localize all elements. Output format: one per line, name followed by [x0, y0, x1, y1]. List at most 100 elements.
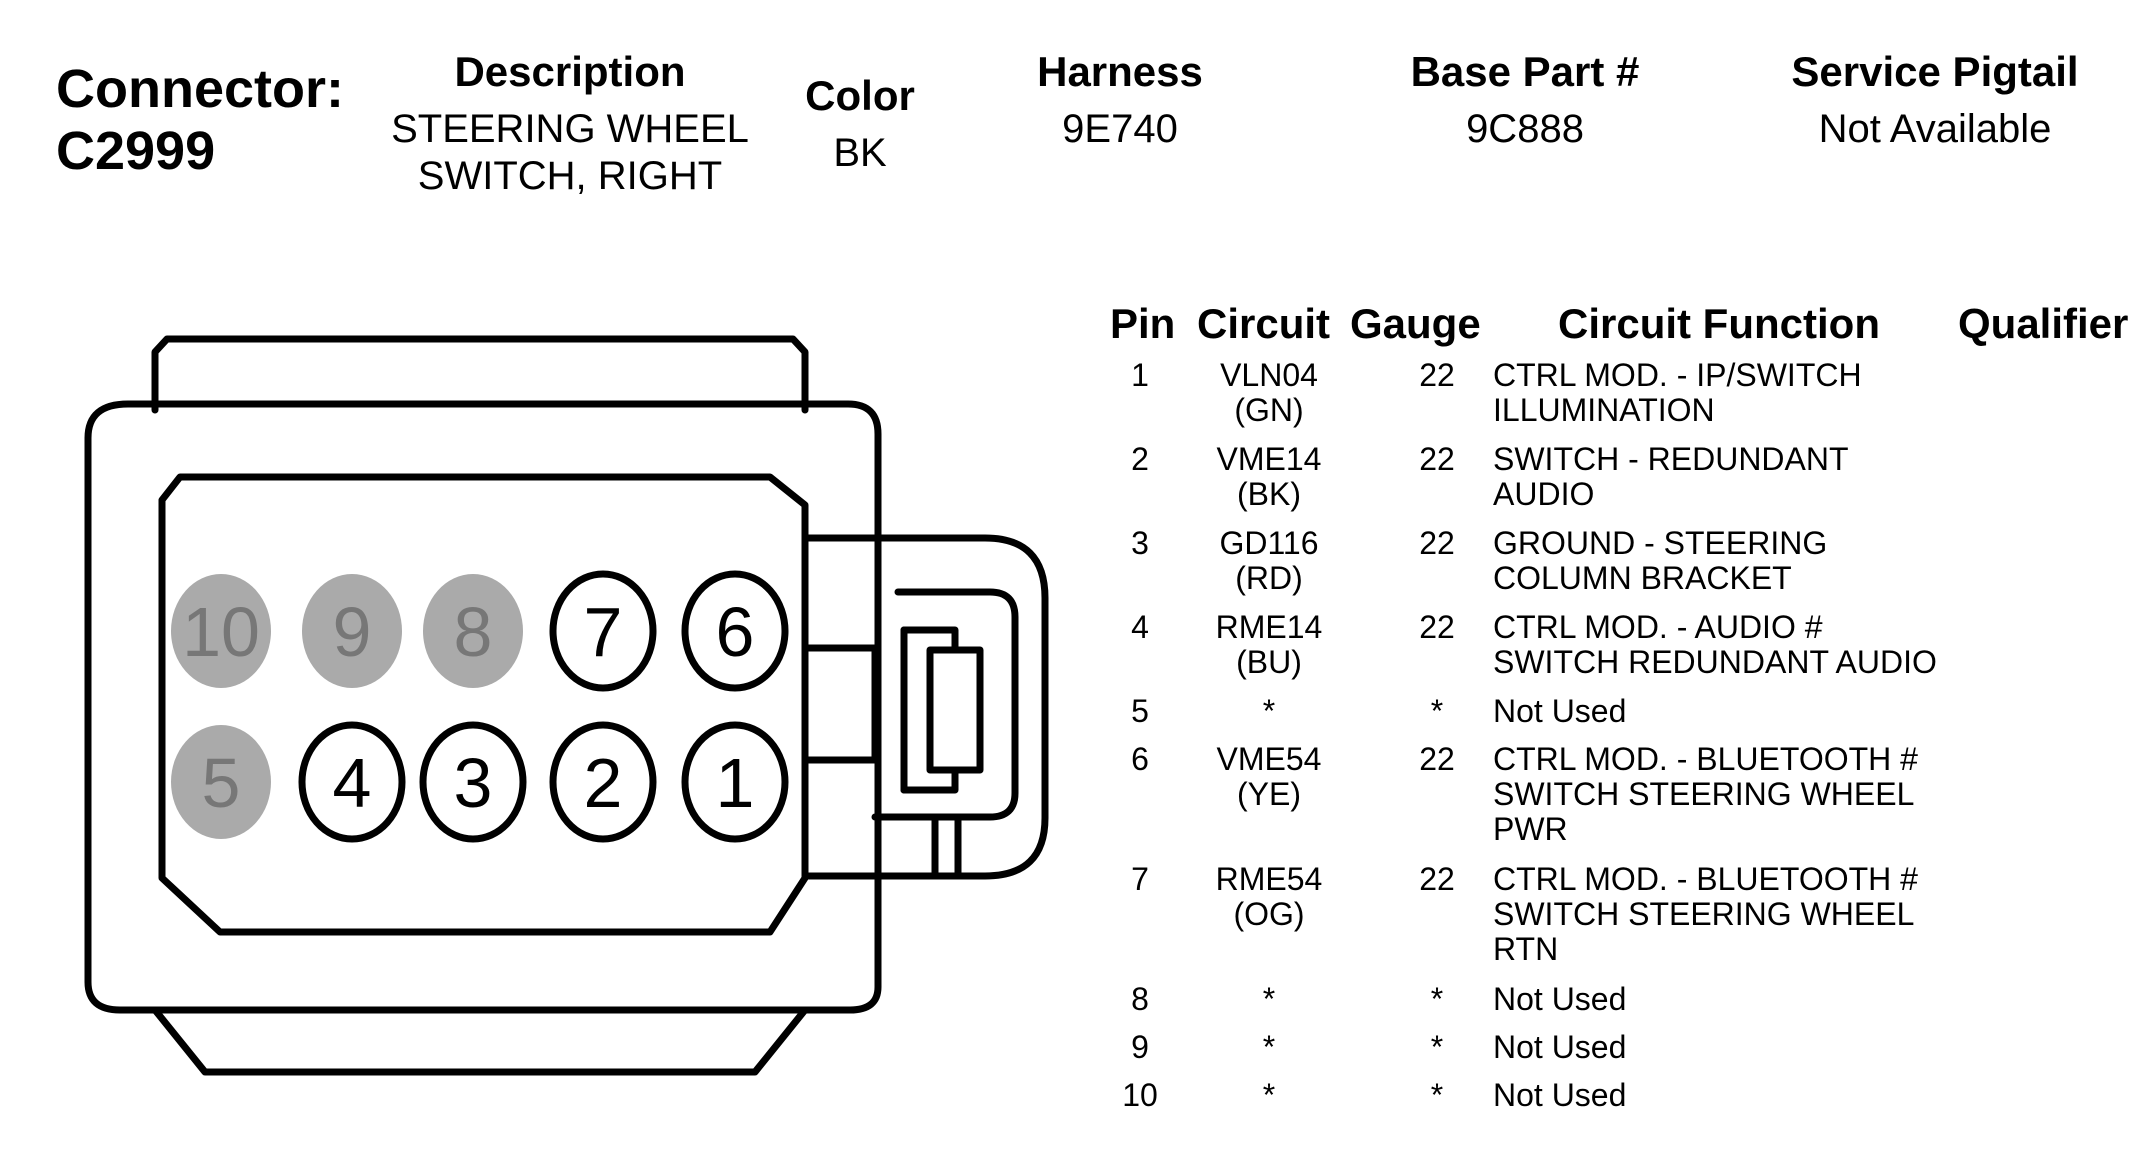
pin-cell: 9 — [1131, 1029, 1149, 1065]
function-line: AUDIO — [1493, 476, 1595, 512]
circuit-line: * — [1262, 1029, 1276, 1065]
gauge-cell: 22 — [1419, 441, 1455, 477]
circuit-cell: GD116(RD) — [1184, 526, 1354, 596]
circuit-line: RME54 — [1215, 861, 1323, 897]
function-line: Not Used — [1493, 1077, 1627, 1113]
pin-cell: 6 — [1131, 741, 1149, 777]
circuit-cell: * — [1184, 1030, 1354, 1065]
pin-9-label: 9 — [333, 593, 372, 671]
circuit-line: VME14 — [1216, 441, 1322, 477]
harness-label: Harness — [1037, 48, 1203, 95]
gauge-cell: * — [1430, 1029, 1444, 1065]
function-line: CTRL MOD. - AUDIO # — [1493, 609, 1823, 645]
function-line: Not Used — [1493, 693, 1627, 729]
column-header-function: Circuit Function — [1558, 300, 1880, 347]
pin-cell: 4 — [1131, 609, 1149, 645]
function-cell: CTRL MOD. - BLUETOOTH #SWITCH STEERING W… — [1493, 862, 2053, 967]
circuit-line: (BU) — [1236, 644, 1302, 680]
function-line: CTRL MOD. - BLUETOOTH # — [1493, 741, 1918, 777]
pin-6-cavity — [681, 570, 789, 692]
gauge-cell: * — [1430, 981, 1444, 1017]
pin-8-cavity — [423, 574, 523, 688]
pin-10-label: 10 — [182, 593, 260, 671]
gauge-cell: * — [1430, 693, 1444, 729]
circuit-cell: VME14(BK) — [1184, 442, 1354, 512]
circuit-line: (BK) — [1237, 476, 1301, 512]
pin-9-cavity — [302, 574, 402, 688]
description-line: STEERING WHEEL — [391, 107, 749, 151]
pin-2-label: 2 — [584, 744, 623, 822]
circuit-line: GD116 — [1219, 525, 1319, 561]
function-line: ILLUMINATION — [1493, 392, 1715, 428]
function-line: Not Used — [1493, 1029, 1627, 1065]
pin-cell: 3 — [1131, 525, 1149, 561]
service-pigtail-label: Service Pigtail — [1791, 48, 2079, 95]
circuit-line: * — [1262, 693, 1276, 729]
base-part-label: Base Part # — [1410, 48, 1640, 95]
circuit-line: (OG) — [1233, 896, 1305, 932]
pin-7-label: 7 — [584, 593, 623, 671]
gauge-cell: 22 — [1419, 741, 1455, 777]
function-line: CTRL MOD. - IP/SWITCH — [1493, 357, 1862, 393]
function-cell: Not Used — [1493, 694, 2053, 729]
pin-1-cavity — [681, 721, 789, 843]
circuit-line: * — [1262, 1077, 1276, 1113]
function-cell: Not Used — [1493, 982, 2053, 1017]
pin-8-label: 8 — [454, 593, 493, 671]
service-pigtail-value: Not Available — [1818, 107, 2052, 151]
function-line: SWITCH - REDUNDANT — [1493, 441, 1849, 477]
circuit-line: RME14 — [1215, 609, 1323, 645]
function-line: CTRL MOD. - BLUETOOTH # — [1493, 861, 1918, 897]
column-header-gauge: Gauge — [1350, 300, 1481, 347]
description-line: SWITCH, RIGHT — [417, 154, 723, 198]
gauge-cell: 22 — [1419, 861, 1455, 897]
pin-cell: 8 — [1131, 981, 1149, 1017]
column-header-pin: Pin — [1110, 300, 1176, 347]
harness-value: 9E740 — [1062, 107, 1178, 151]
pin-4-cavity — [298, 721, 406, 843]
function-line: SWITCH STEERING WHEEL — [1493, 896, 1915, 932]
function-line: COLUMN BRACKET — [1493, 560, 1792, 596]
pin-7-cavity — [549, 570, 657, 692]
pin-2-cavity — [549, 721, 657, 843]
pin-4-label: 4 — [333, 744, 372, 822]
circuit-line: VME54 — [1216, 741, 1322, 777]
circuit-cell: VME54(YE) — [1184, 742, 1354, 812]
pin-cell: 7 — [1131, 861, 1149, 897]
function-line: SWITCH REDUNDANT AUDIO — [1493, 644, 1937, 680]
circuit-line: * — [1262, 981, 1276, 1017]
base-part-value: 9C888 — [1466, 107, 1584, 151]
pin-3-label: 3 — [454, 744, 493, 822]
function-line: SWITCH STEERING WHEEL — [1493, 776, 1915, 812]
gauge-cell: * — [1430, 1077, 1444, 1113]
color-value: BK — [833, 131, 887, 175]
circuit-cell: VLN04(GN) — [1184, 358, 1354, 428]
circuit-line: (RD) — [1235, 560, 1303, 596]
circuit-cell: RME54(OG) — [1184, 862, 1354, 932]
pin-cell: 5 — [1131, 693, 1149, 729]
connector-housing — [84, 335, 1049, 1076]
pin-cell: 1 — [1131, 357, 1149, 393]
color-label: Color — [805, 72, 915, 119]
function-line: Not Used — [1493, 981, 1627, 1017]
pin-cell: 2 — [1131, 441, 1149, 477]
circuit-line: (YE) — [1237, 776, 1301, 812]
circuit-line: VLN04 — [1220, 357, 1318, 393]
circuit-cell: * — [1184, 982, 1354, 1017]
gauge-cell: 22 — [1419, 609, 1455, 645]
function-line: PWR — [1493, 811, 1568, 847]
pin-3-cavity — [419, 721, 527, 843]
description-value: STEERING WHEEL SWITCH, RIGHT — [370, 106, 770, 200]
connector-label: Connector: — [56, 59, 344, 119]
function-cell: CTRL MOD. - AUDIO #SWITCH REDUNDANT AUDI… — [1493, 610, 2053, 680]
function-line: RTN — [1493, 931, 1559, 967]
column-header-circuit: Circuit — [1197, 300, 1331, 347]
circuit-cell: * — [1184, 1078, 1354, 1113]
function-cell: Not Used — [1493, 1078, 2053, 1113]
gauge-cell: 22 — [1419, 525, 1455, 561]
connector-id: C2999 — [56, 121, 216, 181]
